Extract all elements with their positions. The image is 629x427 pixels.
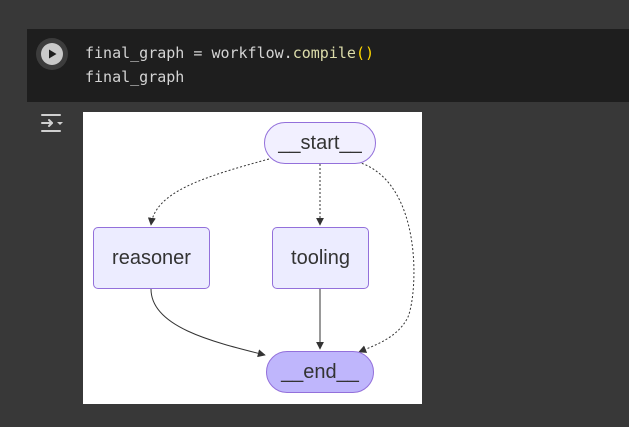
play-icon: [41, 43, 63, 65]
node-start: __start__: [264, 122, 376, 164]
graph-output-image: __start__ reasoner tooling __end__: [83, 112, 422, 404]
code-line-2: final_graph: [85, 68, 185, 86]
output-settings-icon[interactable]: [40, 112, 66, 134]
code-line-1: final_graph = workflow.compile(): [85, 44, 374, 62]
run-cell-button[interactable]: [36, 38, 68, 70]
edge-start-reasoner: [147, 158, 270, 226]
node-reasoner: reasoner: [93, 227, 210, 289]
edge-reasoner-end: [150, 288, 266, 358]
code-editor[interactable]: final_graph = workflow.compile() final_gr…: [85, 41, 374, 89]
graph-edges: [147, 158, 415, 358]
node-tooling: tooling: [272, 227, 369, 289]
code-cell[interactable]: final_graph = workflow.compile() final_gr…: [27, 29, 629, 102]
node-end: __end__: [266, 351, 374, 393]
